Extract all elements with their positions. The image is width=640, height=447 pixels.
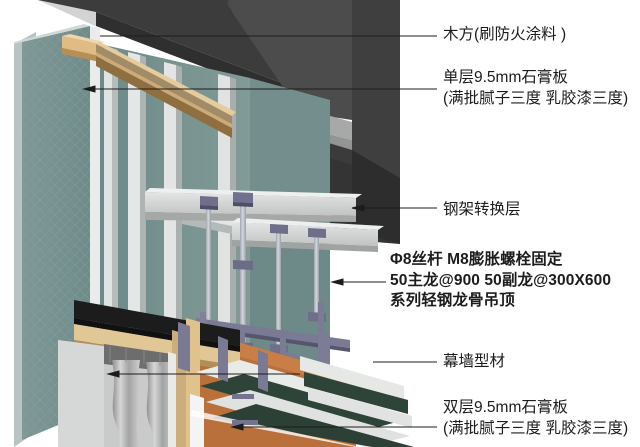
arrow-threaded-rod: [330, 278, 344, 286]
arrow-steel-frame: [351, 204, 365, 212]
callout-single-layer-gypsum-line-2: (满批腻子三度 乳胶漆三度): [443, 89, 629, 107]
callout-curtain-wall-profile-line-1: 幕墙型材: [443, 353, 506, 370]
arrow-single-gypsum: [82, 85, 96, 93]
callout-double-layer-gypsum-line-1: 双层9.5mm石膏板: [443, 399, 568, 416]
callout-threaded-rod-keel-line-1: Φ8丝杆 M8膨胀螺栓固定: [390, 251, 563, 268]
leader-lines-group: [82, 35, 437, 431]
interior-wall-curtain-group: [58, 340, 176, 447]
wood-batten-group: [62, 34, 236, 138]
callout-curtain-wall-profile: 幕墙型材: [443, 352, 505, 373]
callout-wood-block-line-1: 木方(刷防火涂料 ): [443, 26, 567, 43]
gypsum-board-layers-group: [190, 356, 414, 447]
callout-steel-transfer-layer-line-1: 钢架转换层: [443, 201, 521, 218]
callout-threaded-rod-keel: Φ8丝杆 M8膨胀螺栓固定 50主龙@900 50副龙@300X600 系列轻钢…: [390, 250, 611, 312]
arrow-interior-wall: [106, 370, 120, 378]
callout-threaded-rod-keel-line-2: 50主龙@900 50副龙@300X600: [390, 271, 612, 289]
arrow-double-gypsum: [230, 423, 244, 431]
bracket-connectors-group: [178, 322, 268, 425]
callout-double-layer-gypsum-line-2: (满批腻子三度 乳胶漆三度): [443, 419, 629, 437]
callout-single-layer-gypsum: 单层9.5mm石膏板 (满批腻子三度 乳胶漆三度): [443, 68, 628, 109]
callout-wood-block: 木方(刷防火涂料 ): [443, 25, 566, 46]
callout-steel-transfer-layer: 钢架转换层: [443, 200, 521, 221]
callout-double-layer-gypsum: 双层9.5mm石膏板 (满批腻子三度 乳胶漆三度): [443, 398, 628, 439]
callout-threaded-rod-keel-line-3: 系列轻钢龙骨吊顶: [390, 292, 515, 310]
callout-single-layer-gypsum-line-1: 单层9.5mm石膏板: [443, 69, 568, 86]
